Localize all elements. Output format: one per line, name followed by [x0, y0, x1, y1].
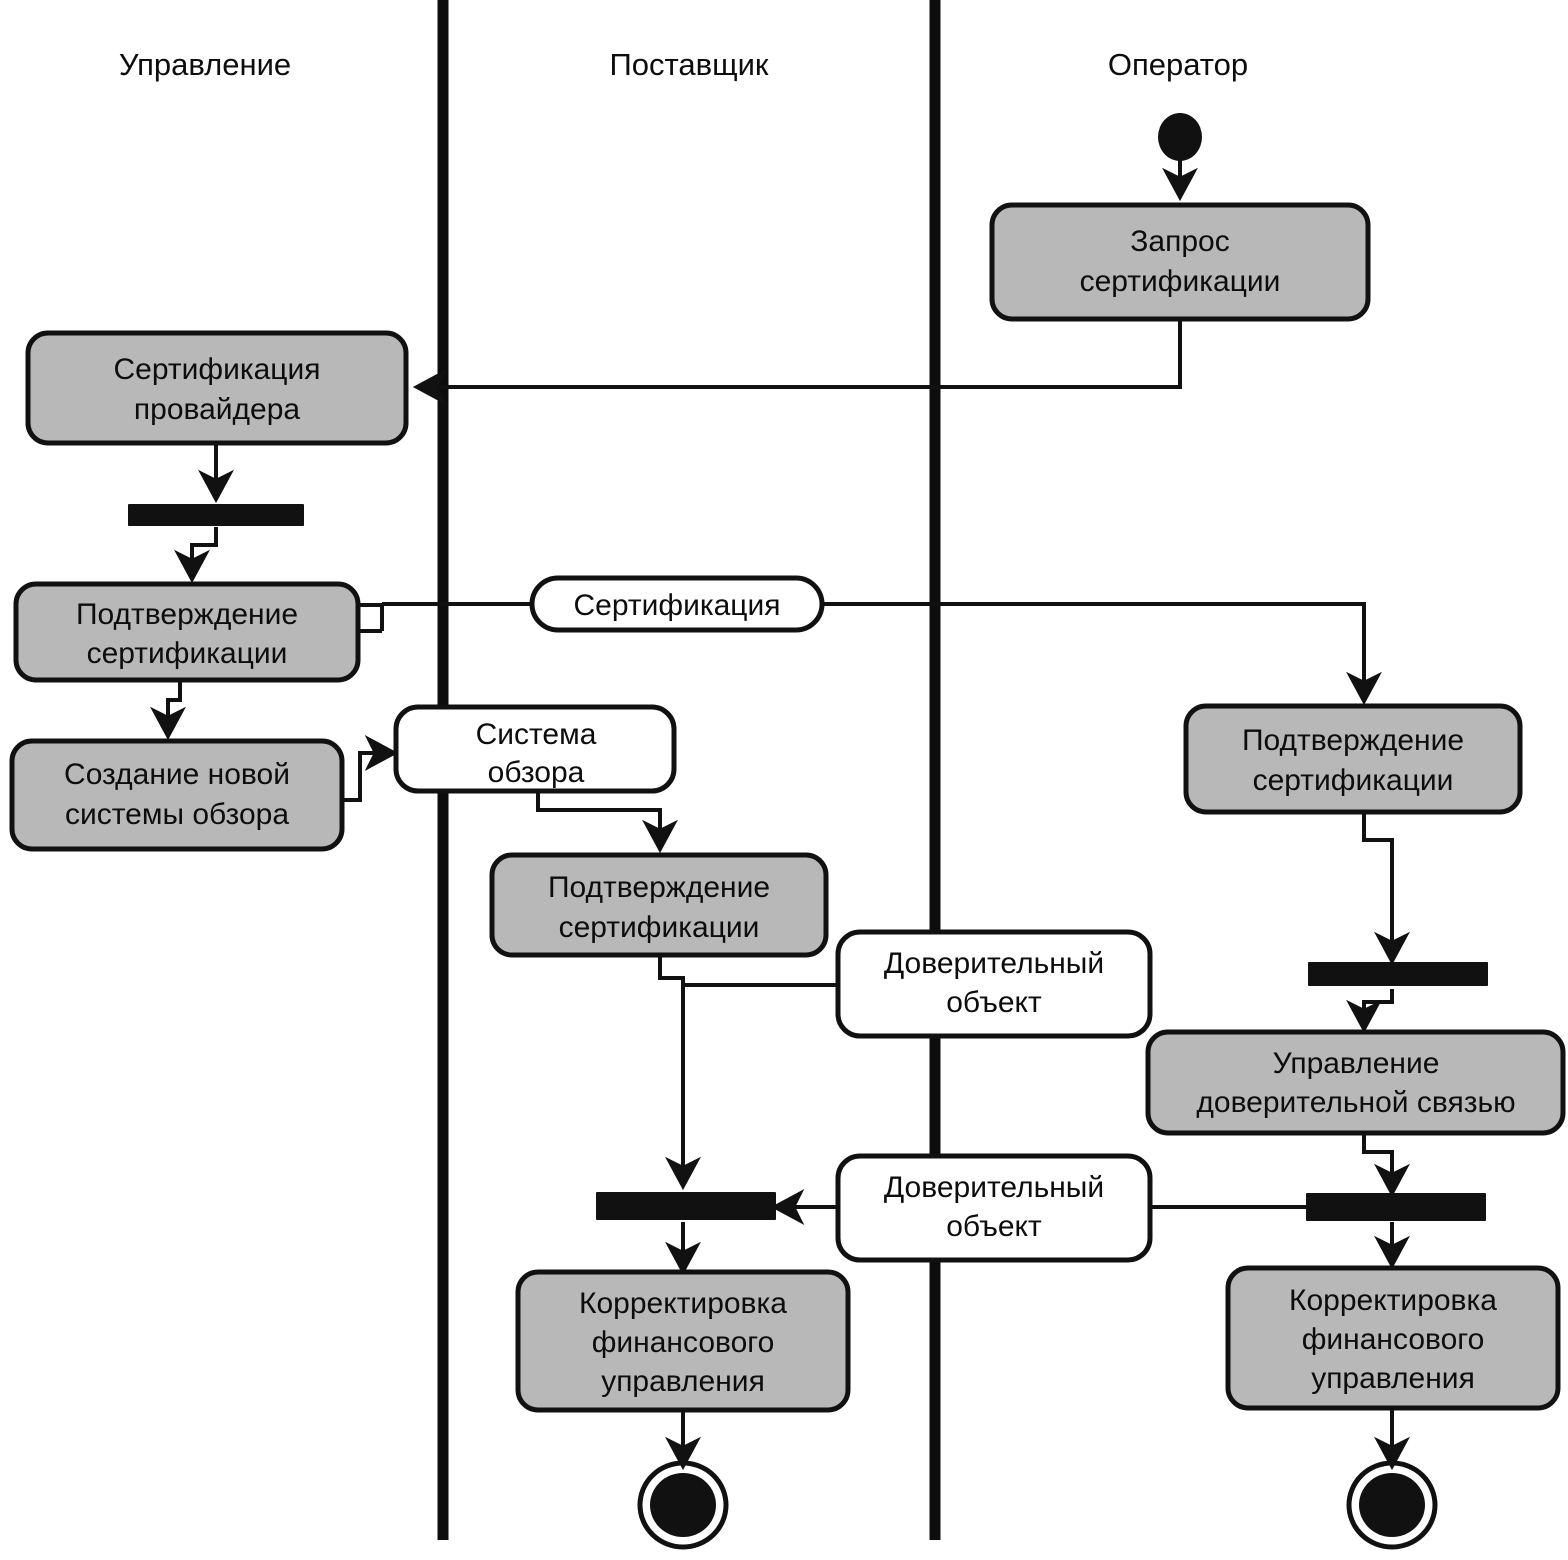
flow-confirm-operator-to-bar1 — [1362, 812, 1410, 966]
action-request-certification[interactable]: Запрос сертификации — [989, 202, 1371, 322]
sync-bar-operator-1 — [1308, 962, 1488, 986]
action-financial-adjust-supplier[interactable]: Корректировка финансового управления — [515, 1269, 851, 1413]
lane-title-management: Управление — [119, 47, 291, 82]
action-confirm-certification-management-line1: Подтверждение — [76, 598, 298, 631]
object-trust-object-lower[interactable]: Доверительный объект — [835, 1153, 1153, 1263]
signal-certification-label: Сертификация — [574, 589, 781, 622]
action-request-certification-line1: Запрос — [1130, 225, 1229, 258]
action-create-review-system[interactable]: Создание новой системы обзора — [9, 738, 345, 852]
action-trust-link-management[interactable]: Управление доверительной связью — [1145, 1029, 1566, 1136]
sync-bar-supplier-1 — [596, 1192, 776, 1220]
action-financial-adjust-operator-line2: финансового — [1302, 1323, 1485, 1356]
action-financial-adjust-supplier-line3: управления — [601, 1365, 765, 1398]
object-trust-object-upper-line1: Доверительный — [884, 947, 1104, 980]
flow-trust-link-to-bar2 — [1362, 1133, 1410, 1198]
final-node-operator — [1346, 1460, 1438, 1550]
flow-confirm-mgmt-to-create-review — [150, 678, 186, 741]
object-review-system[interactable]: Система обзора — [393, 704, 677, 794]
action-provider-certification[interactable]: Сертификация провайдера — [25, 330, 409, 446]
flow-signal-to-confirm-operator — [820, 602, 1382, 706]
action-provider-certification-line1: Сертификация — [114, 353, 321, 386]
flow-confirm-supplier-to-bar — [658, 955, 701, 1191]
sync-bar-management-1 — [128, 504, 304, 526]
object-review-system-line1: Система — [476, 718, 597, 751]
action-confirm-certification-supplier-line2: сертификации — [559, 911, 760, 944]
action-create-review-system-line1: Создание новой — [64, 758, 290, 791]
action-financial-adjust-operator-line3: управления — [1311, 1362, 1475, 1395]
final-node-supplier — [637, 1460, 729, 1550]
action-confirm-certification-operator-line2: сертификации — [1253, 764, 1454, 797]
object-trust-object-upper-line2: объект — [946, 986, 1042, 1019]
flow-request-to-provider-certification — [412, 320, 1182, 405]
action-trust-link-management-line1: Управление — [1273, 1047, 1440, 1080]
action-provider-certification-line2: провайдера — [134, 393, 301, 426]
object-trust-object-upper[interactable]: Доверительный объект — [835, 929, 1153, 1039]
flow-bar1-to-trust-link-management — [1346, 989, 1394, 1034]
action-financial-adjust-supplier-line1: Корректировка — [579, 1287, 787, 1320]
sync-bar-operator-2 — [1306, 1193, 1486, 1221]
action-confirm-certification-management[interactable]: Подтверждение сертификации — [13, 581, 361, 683]
action-confirm-certification-management-line2: сертификации — [87, 637, 288, 670]
action-confirm-certification-operator-line1: Подтверждение — [1242, 724, 1464, 757]
initial-node-operator — [1158, 113, 1202, 161]
action-confirm-certification-supplier-line1: Подтверждение — [548, 871, 770, 904]
flow-create-review-to-review-object — [340, 735, 399, 802]
action-confirm-certification-operator[interactable]: Подтверждение сертификации — [1183, 703, 1523, 815]
action-financial-adjust-operator[interactable]: Корректировка финансового управления — [1225, 1265, 1561, 1411]
action-create-review-system-line2: системы обзора — [65, 798, 289, 831]
object-trust-object-lower-line1: Доверительный — [884, 1171, 1104, 1204]
signal-certification[interactable]: Сертификация — [529, 575, 825, 633]
action-financial-adjust-supplier-line2: финансового — [592, 1326, 775, 1359]
flow-review-object-to-confirm-supplier — [536, 786, 678, 854]
flow-confirm-mgmt-jog-a — [358, 603, 384, 631]
action-financial-adjust-operator-line1: Корректировка — [1289, 1284, 1497, 1317]
object-trust-object-lower-line2: объект — [946, 1210, 1042, 1243]
flow-bar-to-confirm-mgmt — [174, 527, 218, 584]
object-review-system-line2: обзора — [488, 756, 585, 789]
action-trust-link-management-line2: доверительной связью — [1196, 1086, 1515, 1119]
action-request-certification-line2: сертификации — [1080, 265, 1281, 298]
lane-title-supplier: Поставщик — [610, 47, 769, 82]
lane-title-operator: Оператор — [1108, 47, 1248, 82]
action-confirm-certification-supplier[interactable]: Подтверждение сертификации — [489, 852, 829, 958]
